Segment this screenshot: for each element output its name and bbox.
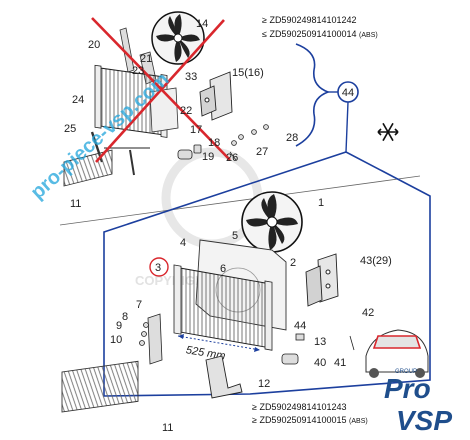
dimension-arrow-right: [254, 347, 260, 352]
label-14: 14: [196, 18, 208, 30]
radiator-3-icon: [173, 264, 273, 351]
label-3: 3: [155, 262, 161, 274]
reference-bottom-line2: ≥ ZD590250914100015 (ABS): [252, 415, 368, 425]
label-44: 44: [294, 320, 306, 332]
bracket-12-icon: [205, 355, 243, 399]
label-22: 22: [180, 105, 192, 117]
fan-14-icon: [151, 11, 205, 65]
car-42-icon: [365, 329, 429, 378]
logo-line1: Pro: [384, 373, 431, 404]
bracket-20-icon: [119, 27, 135, 73]
label-41: 41: [334, 357, 346, 369]
logo-line2: VSP: [396, 405, 452, 436]
label-10: 10: [110, 334, 122, 346]
label-9: 9: [116, 320, 122, 332]
label-17: 17: [190, 124, 202, 136]
bracket-43-icon: [305, 253, 339, 307]
label-19: 19: [202, 151, 214, 163]
dimension-arrow-left: [178, 334, 184, 339]
label-11-bottom: 11: [162, 422, 173, 434]
label-28: 28: [286, 132, 298, 144]
snowflake-icon: [377, 122, 399, 142]
fasteners-right-icon: [281, 333, 355, 365]
group-bracket: [295, 43, 331, 147]
provsp-logo: GROUP Pro VSP: [384, 369, 452, 436]
label-25: 25: [64, 123, 76, 135]
dimension-line: [177, 335, 261, 351]
reference-top-line2: ≤ ZD590250914100014 (ABS): [262, 29, 378, 39]
label-33: 33: [185, 71, 197, 83]
label-26: 26: [226, 152, 238, 164]
label-11-top: 11: [70, 198, 81, 210]
label-43-29: 43(29): [360, 255, 392, 267]
label-2: 2: [290, 257, 296, 269]
label-40: 40: [314, 357, 326, 369]
label-18: 18: [208, 137, 220, 149]
label-5: 5: [232, 230, 238, 242]
label-21: 21: [140, 53, 152, 65]
reference-bottom-line1: ≥ ZD590249814101243: [252, 402, 347, 412]
group-badge-label: 44: [342, 87, 354, 99]
label-20: 20: [88, 39, 100, 51]
label-4: 4: [180, 237, 186, 249]
label-8: 8: [122, 311, 128, 323]
fasteners-top-icon: [177, 124, 269, 161]
group-badge-stem: [345, 101, 349, 153]
label-15-16: 15(16): [232, 67, 264, 79]
label-3-highlight: [149, 257, 169, 277]
condenser-11-bottom-icon: [61, 360, 139, 413]
bottom-assembly: 525 mm: [61, 191, 429, 434]
fan-1-icon: [241, 191, 303, 253]
label-27: 27: [256, 146, 268, 158]
separator-line: [59, 175, 421, 226]
label-6: 6: [220, 263, 226, 275]
label-13: 13: [314, 336, 326, 348]
label-42: 42: [362, 307, 374, 319]
label-24: 24: [72, 94, 84, 106]
reference-top-line1: ≥ ZD590249814101242: [262, 15, 357, 25]
label-12: 12: [258, 378, 270, 390]
strike-line-2: [95, 19, 225, 163]
bracket-15-icon: [199, 71, 233, 121]
logo-group-label: GROUP: [395, 369, 417, 375]
label-7: 7: [136, 299, 142, 311]
label-1: 1: [318, 197, 324, 209]
label-23: 23: [132, 65, 144, 77]
top-assembly: 14 20 21 23 33 15(16) 24 22 17 25 18 19 …: [63, 11, 399, 210]
fasteners-left-icon: [139, 313, 163, 365]
